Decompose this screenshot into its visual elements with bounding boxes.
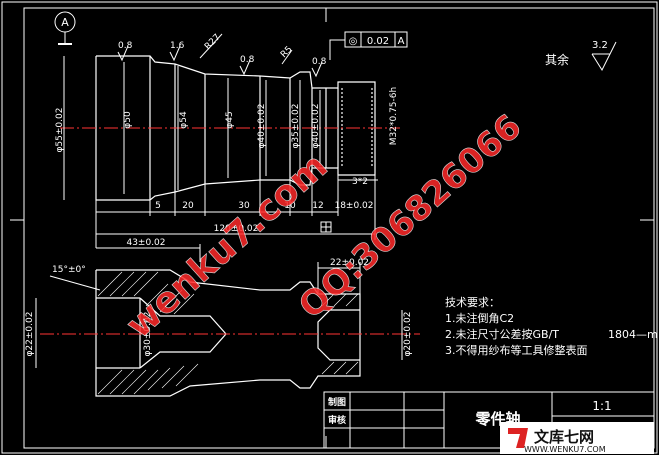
note-1: 1.未注倒角C2: [445, 311, 514, 325]
note-overflow: 1804—m: [608, 328, 658, 341]
len-12: 12: [312, 201, 323, 211]
roughness-marks: [117, 45, 323, 78]
diameter-50: φ50: [123, 111, 133, 129]
logo-url: WWW.WENKU7.COM: [524, 445, 606, 454]
chamfer-dim: 3*2: [352, 177, 368, 187]
tolerance-value: 0.02: [367, 36, 389, 47]
section-view: [95, 269, 361, 397]
diameter-left: φ55±0.02: [55, 108, 65, 153]
inner-frame: [23, 7, 655, 449]
diameter-step1: φ35±0.02: [291, 104, 301, 149]
centering-marks: [10, 8, 654, 448]
tolerance-frame: ◎ 0.02 A: [329, 31, 408, 60]
radius-r27: R27: [203, 33, 223, 53]
length-dims: [95, 168, 376, 262]
thread-spec: M32*0.75-6h: [389, 87, 399, 145]
len-20: 20: [182, 201, 194, 211]
tolerance-datum: A: [398, 36, 405, 47]
diameter-54: φ54: [179, 111, 189, 129]
len-30: 30: [238, 201, 250, 211]
checked-label: 审核: [328, 414, 346, 426]
roughness-3: 0.8: [240, 55, 255, 65]
allowance-value: 3.2: [592, 40, 608, 51]
angle-dim: 15°±0°: [52, 265, 86, 275]
scale: 1:1: [592, 399, 611, 413]
len-22: 22±0.02: [330, 258, 369, 268]
roughness-4: 0.8: [312, 57, 327, 67]
tolerance-symbol: ◎: [349, 36, 358, 47]
surface-allowance: 其余 3.2: [545, 40, 617, 72]
bore-right: φ20±0.02: [403, 312, 413, 357]
len-18: 18±0.02: [334, 201, 373, 211]
diameter-dims: [63, 56, 321, 200]
bore-left-a: φ22±0.02: [25, 312, 35, 357]
section-hatch: [97, 271, 359, 395]
datum-symbol: A: [54, 11, 76, 45]
len-5: 5: [155, 201, 161, 211]
notes-heading: 技术要求：: [445, 296, 500, 309]
bore-left-b: φ30±0.02: [143, 312, 153, 357]
len-120: 120±0.02: [214, 224, 259, 234]
roughness-1: 0.8: [118, 41, 133, 51]
allowance-label: 其余: [545, 52, 569, 67]
diameter-45: φ45: [225, 111, 235, 128]
diameter-step2: φ40±0.02: [311, 104, 321, 149]
len-43: 43±0.02: [126, 238, 165, 248]
len-10: 10: [284, 201, 296, 211]
datum-label: A: [61, 16, 69, 29]
note-2: 2.未注尺寸公差按GB/T: [445, 327, 559, 341]
watermark-qq: QQ:306826066: [291, 107, 529, 327]
title-block: [323, 391, 655, 449]
diameter-mid: φ40±0.02: [257, 104, 267, 149]
drawn-label: 制图: [328, 396, 346, 408]
roughness-2: 1.6: [170, 41, 185, 51]
technical-notes: 技术要求： 1.未注倒角C2 2.未注尺寸公差按GB/T 1804—m 3.不得…: [445, 296, 658, 357]
wenku7-logo: 文库七网 WWW.WENKU7.COM: [500, 422, 654, 454]
logo-text: 文库七网: [534, 428, 594, 446]
note-3: 3.不得用纱布等工具修整表面: [445, 343, 588, 357]
